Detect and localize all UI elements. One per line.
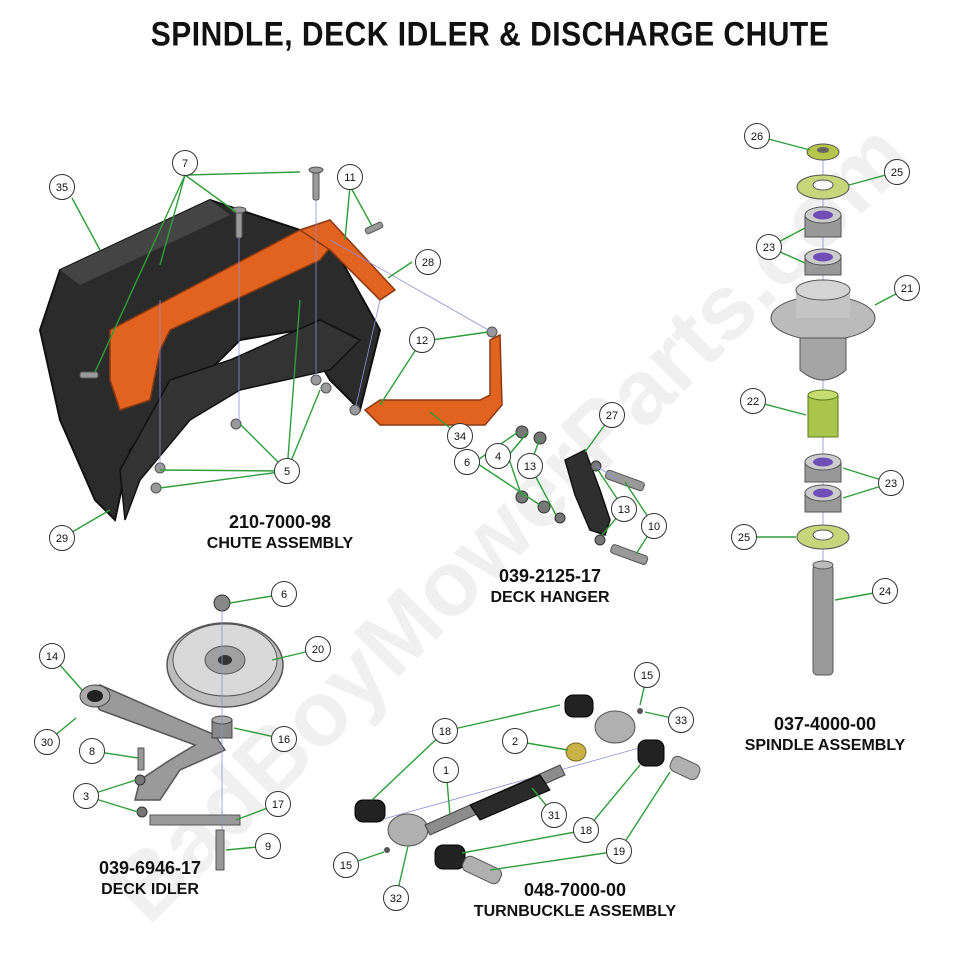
callout-8[interactable]: 8 bbox=[79, 738, 105, 764]
callout-33[interactable]: 33 bbox=[668, 707, 694, 733]
spindle-part-number: 037-4000-00 bbox=[773, 714, 877, 734]
deck-hanger-label: 039-2125-17 DECK HANGER bbox=[460, 566, 640, 607]
callout-13[interactable]: 13 bbox=[517, 453, 543, 479]
callout-27[interactable]: 27 bbox=[599, 402, 625, 428]
deck-hanger-bracket-orange bbox=[363, 333, 503, 426]
callout-28[interactable]: 28 bbox=[415, 249, 441, 275]
chute-body bbox=[38, 198, 382, 523]
callout-15[interactable]: 15 bbox=[333, 852, 359, 878]
callout-6[interactable]: 6 bbox=[271, 581, 297, 607]
idler-name: DECK IDLER bbox=[101, 880, 199, 898]
callout-35[interactable]: 35 bbox=[49, 174, 75, 200]
deck-idler-label: 039-6946-17 DECK IDLER bbox=[60, 858, 240, 899]
chute-part-number: 210-7000-98 bbox=[228, 512, 332, 532]
callout-6[interactable]: 6 bbox=[454, 449, 480, 475]
callout-22[interactable]: 22 bbox=[740, 388, 766, 414]
callout-26[interactable]: 26 bbox=[744, 123, 770, 149]
callout-32[interactable]: 32 bbox=[383, 885, 409, 911]
callout-2[interactable]: 2 bbox=[502, 728, 528, 754]
callout-29[interactable]: 29 bbox=[49, 525, 75, 551]
turnbuckle-part-number: 048-7000-00 bbox=[523, 880, 627, 900]
callout-7[interactable]: 7 bbox=[172, 150, 198, 176]
callout-17[interactable]: 17 bbox=[265, 791, 291, 817]
callout-18[interactable]: 18 bbox=[432, 718, 458, 744]
callout-23[interactable]: 23 bbox=[878, 470, 904, 496]
deck-idler-parts bbox=[79, 594, 284, 871]
callout-16[interactable]: 16 bbox=[271, 726, 297, 752]
callout-30[interactable]: 30 bbox=[34, 729, 60, 755]
page-title: SPINDLE, DECK IDLER & DISCHARGE CHUTE bbox=[150, 15, 830, 54]
callout-34[interactable]: 34 bbox=[447, 423, 473, 449]
spindle-name: SPINDLE ASSEMBLY bbox=[744, 736, 906, 754]
deck-hanger-parts bbox=[515, 425, 649, 565]
callout-5[interactable]: 5 bbox=[274, 458, 300, 484]
turnbuckle-parts bbox=[354, 694, 701, 885]
callout-1[interactable]: 1 bbox=[433, 757, 459, 783]
callout-25[interactable]: 25 bbox=[884, 159, 910, 185]
callout-18[interactable]: 18 bbox=[573, 817, 599, 843]
turnbuckle-name: TURNBUCKLE ASSEMBLY bbox=[473, 902, 677, 920]
assembly-guide-lines bbox=[159, 200, 493, 468]
idler-part-number: 039-6946-17 bbox=[98, 858, 202, 878]
chute-bracket-orange bbox=[109, 219, 397, 411]
turnbuckle-assembly-label: 048-7000-00 TURNBUCKLE ASSEMBLY bbox=[465, 880, 685, 921]
callout-24[interactable]: 24 bbox=[872, 578, 898, 604]
chute-assembly-label: 210-7000-98 CHUTE ASSEMBLY bbox=[190, 512, 370, 553]
callout-25[interactable]: 25 bbox=[731, 524, 757, 550]
callout-11[interactable]: 11 bbox=[337, 164, 363, 190]
callout-13[interactable]: 13 bbox=[611, 496, 637, 522]
callout-23[interactable]: 23 bbox=[756, 234, 782, 260]
callout-19[interactable]: 19 bbox=[606, 838, 632, 864]
hanger-name: DECK HANGER bbox=[490, 588, 610, 606]
callout-14[interactable]: 14 bbox=[39, 643, 65, 669]
callout-20[interactable]: 20 bbox=[305, 636, 331, 662]
callout-10[interactable]: 10 bbox=[641, 513, 667, 539]
callout-31[interactable]: 31 bbox=[541, 802, 567, 828]
hanger-part-number: 039-2125-17 bbox=[498, 566, 602, 586]
callout-4[interactable]: 4 bbox=[485, 443, 511, 469]
callout-3[interactable]: 3 bbox=[73, 783, 99, 809]
callout-21[interactable]: 21 bbox=[894, 275, 920, 301]
callout-12[interactable]: 12 bbox=[409, 327, 435, 353]
spindle-assembly-label: 037-4000-00 SPINDLE ASSEMBLY bbox=[730, 714, 920, 755]
callout-15[interactable]: 15 bbox=[634, 662, 660, 688]
chute-name: CHUTE ASSEMBLY bbox=[206, 534, 354, 552]
spindle-parts bbox=[770, 143, 876, 676]
callout-9[interactable]: 9 bbox=[255, 833, 281, 859]
